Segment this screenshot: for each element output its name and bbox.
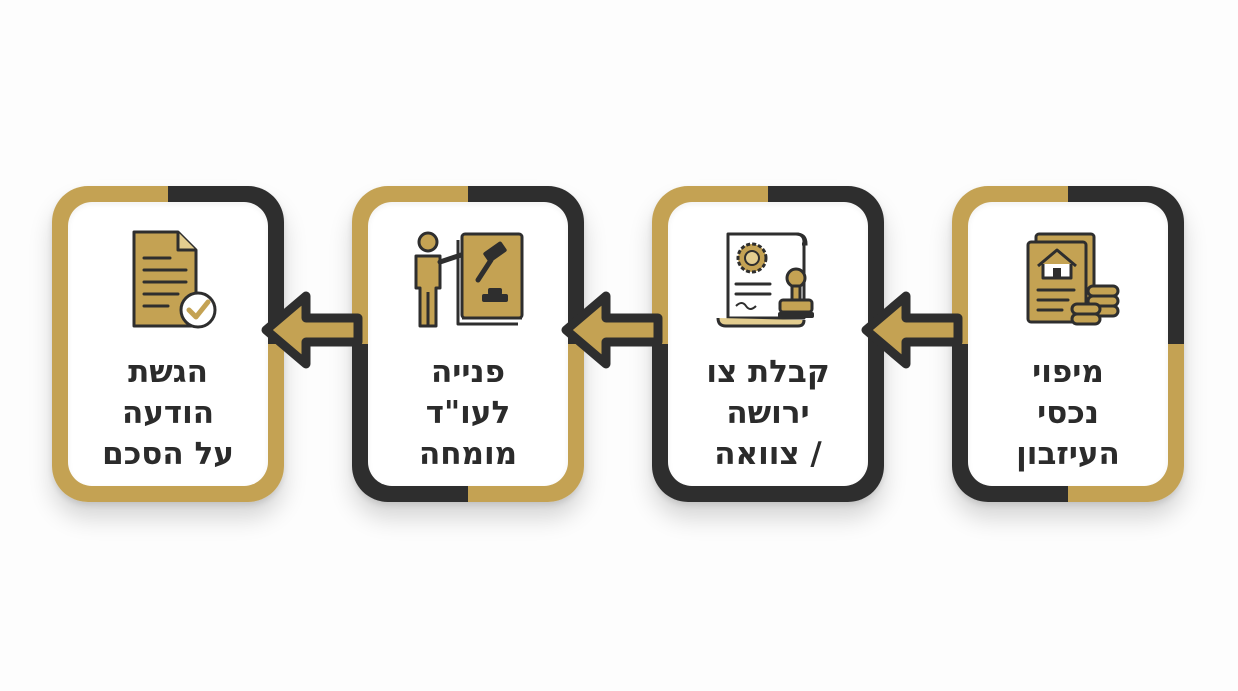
property-document-coins-icon xyxy=(1026,232,1120,326)
flow-arrow-left-icon xyxy=(861,291,963,369)
step-card: פנייה לעו"ד מומחה xyxy=(368,202,568,486)
step-label: קבלת צו ירושה / צוואה xyxy=(706,354,830,472)
step-card: קבלת צו ירושה / צוואה xyxy=(668,202,868,486)
flow-arrow-left-icon xyxy=(561,291,663,369)
certificate-stamp-icon xyxy=(716,232,814,328)
step-consult-lawyer: פנייה לעו"ד מומחה xyxy=(352,186,584,502)
step-map-estate-assets: מיפוי נכסי העיזבון xyxy=(952,186,1184,502)
step-label: מיפוי נכסי העיזבון xyxy=(1016,354,1120,472)
step-card: הגשת הודעה על הסכם xyxy=(68,202,268,486)
lawyer-presenting-gavel-book-icon xyxy=(414,231,524,328)
step-label: פנייה לעו"ד מומחה xyxy=(418,354,518,472)
step-card: מיפוי נכסי העיזבון xyxy=(968,202,1168,486)
flow-arrow-left-icon xyxy=(261,291,363,369)
step-label: הגשת הודעה על הסכם xyxy=(102,354,234,472)
step-submit-notice: הגשת הודעה על הסכם xyxy=(52,186,284,502)
document-checkmark-icon xyxy=(132,230,217,329)
step-inheritance-order: קבלת צו ירושה / צוואה xyxy=(652,186,884,502)
